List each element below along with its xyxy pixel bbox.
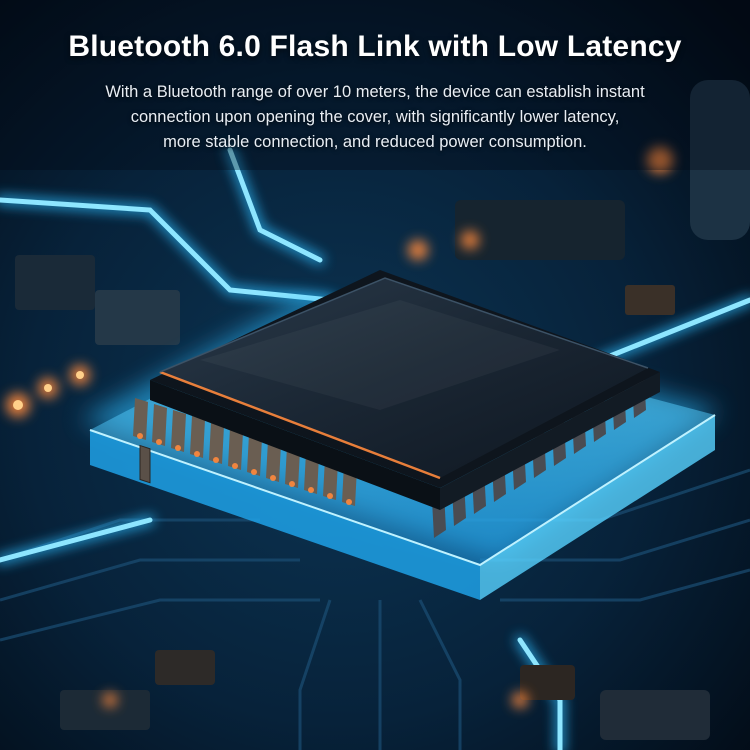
headline: Bluetooth 6.0 Flash Link with Low Latenc… — [68, 30, 682, 63]
description: With a Bluetooth range of over 10 meters… — [0, 80, 750, 155]
description-line: more stable connection, and reduced powe… — [163, 133, 587, 151]
description-line: connection upon opening the cover, with … — [130, 108, 620, 126]
processor-chip — [150, 270, 660, 510]
top-vignette — [0, 0, 750, 170]
orange-bokeh-lights — [6, 147, 673, 708]
description-line: With a Bluetooth range of over 10 meters… — [105, 83, 645, 101]
background-components — [15, 80, 750, 740]
hero-text: Bluetooth 6.0 Flash Link with Low Latenc… — [0, 0, 750, 155]
